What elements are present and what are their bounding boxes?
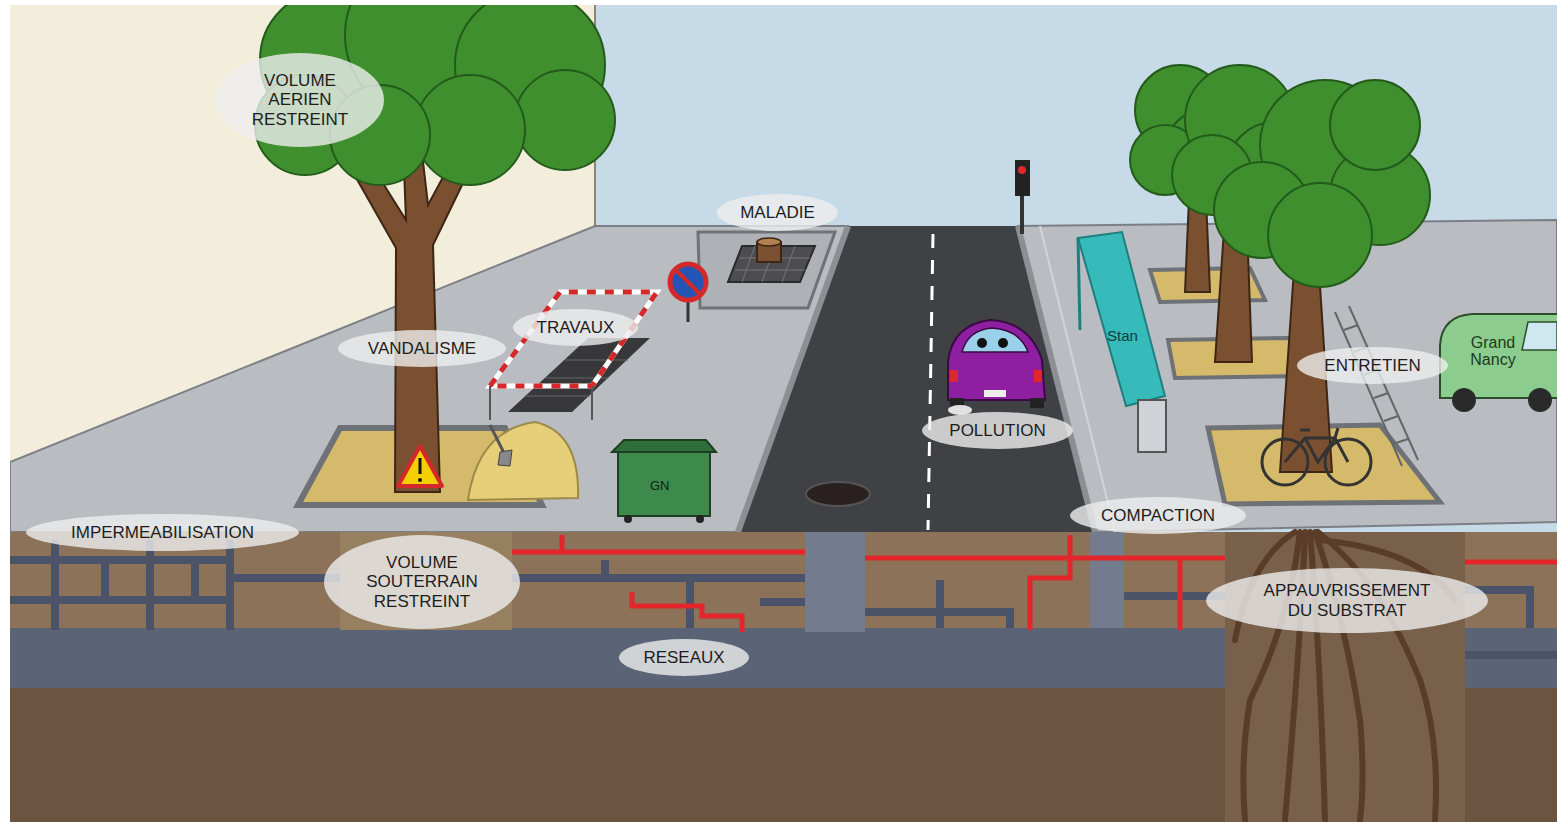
label-text: RESEAUX xyxy=(643,648,724,668)
hazard-label: VANDALISME xyxy=(338,330,506,367)
label-text: VOLUME SOUTERRAIN RESTREINT xyxy=(358,553,486,612)
traffic-light xyxy=(1015,160,1030,196)
hazard-label: APPAUVRISSEMENT DU SUBSTRAT xyxy=(1206,568,1488,633)
label-text: TRAVAUX xyxy=(537,318,615,338)
service-van xyxy=(1440,314,1557,412)
sand-pile xyxy=(468,422,578,500)
hazard-label: COMPACTION xyxy=(1070,497,1246,534)
bicycle xyxy=(1262,428,1371,485)
hazard-label: ENTRETIEN xyxy=(1297,347,1448,384)
hazard-label: VOLUME AERIEN RESTREINT xyxy=(216,53,384,147)
painted-text: Stan xyxy=(1107,328,1138,344)
label-text: VOLUME AERIEN RESTREINT xyxy=(246,71,354,130)
label-text: APPAUVRISSEMENT DU SUBSTRAT xyxy=(1252,581,1442,620)
warning-sign xyxy=(398,446,442,486)
sign-text: Stan xyxy=(1107,328,1138,344)
ladder xyxy=(1335,306,1418,466)
hazard-label: MALADIE xyxy=(717,194,838,231)
hazard-label: TRAVAUX xyxy=(513,309,638,346)
work-barrier xyxy=(490,292,657,386)
label-text: COMPACTION xyxy=(1101,506,1215,526)
sign-text: Grand Nancy xyxy=(1461,335,1525,369)
hazard-label: VOLUME SOUTERRAIN RESTREINT xyxy=(324,535,520,629)
bus-shelter xyxy=(1078,232,1165,406)
sign-text: GN xyxy=(650,479,670,493)
hazard-label: IMPERMEABILISATION xyxy=(26,514,299,551)
label-text: IMPERMEABILISATION xyxy=(71,523,254,543)
label-text: POLLUTION xyxy=(949,421,1045,441)
sky xyxy=(10,5,1557,535)
label-text: VANDALISME xyxy=(368,339,476,359)
hazard-label: POLLUTION xyxy=(922,412,1073,449)
dumpster xyxy=(618,452,710,516)
painted-text: Grand Nancy xyxy=(1461,335,1525,369)
hazard-label: RESEAUX xyxy=(619,639,749,676)
manhole xyxy=(806,482,870,506)
painted-text: GN xyxy=(650,479,670,493)
car xyxy=(948,320,1045,415)
label-text: ENTRETIEN xyxy=(1324,356,1420,376)
label-text: MALADIE xyxy=(740,203,815,223)
no-parking-sign xyxy=(670,264,706,300)
center-line xyxy=(928,234,933,530)
litter-bin xyxy=(1138,400,1166,452)
